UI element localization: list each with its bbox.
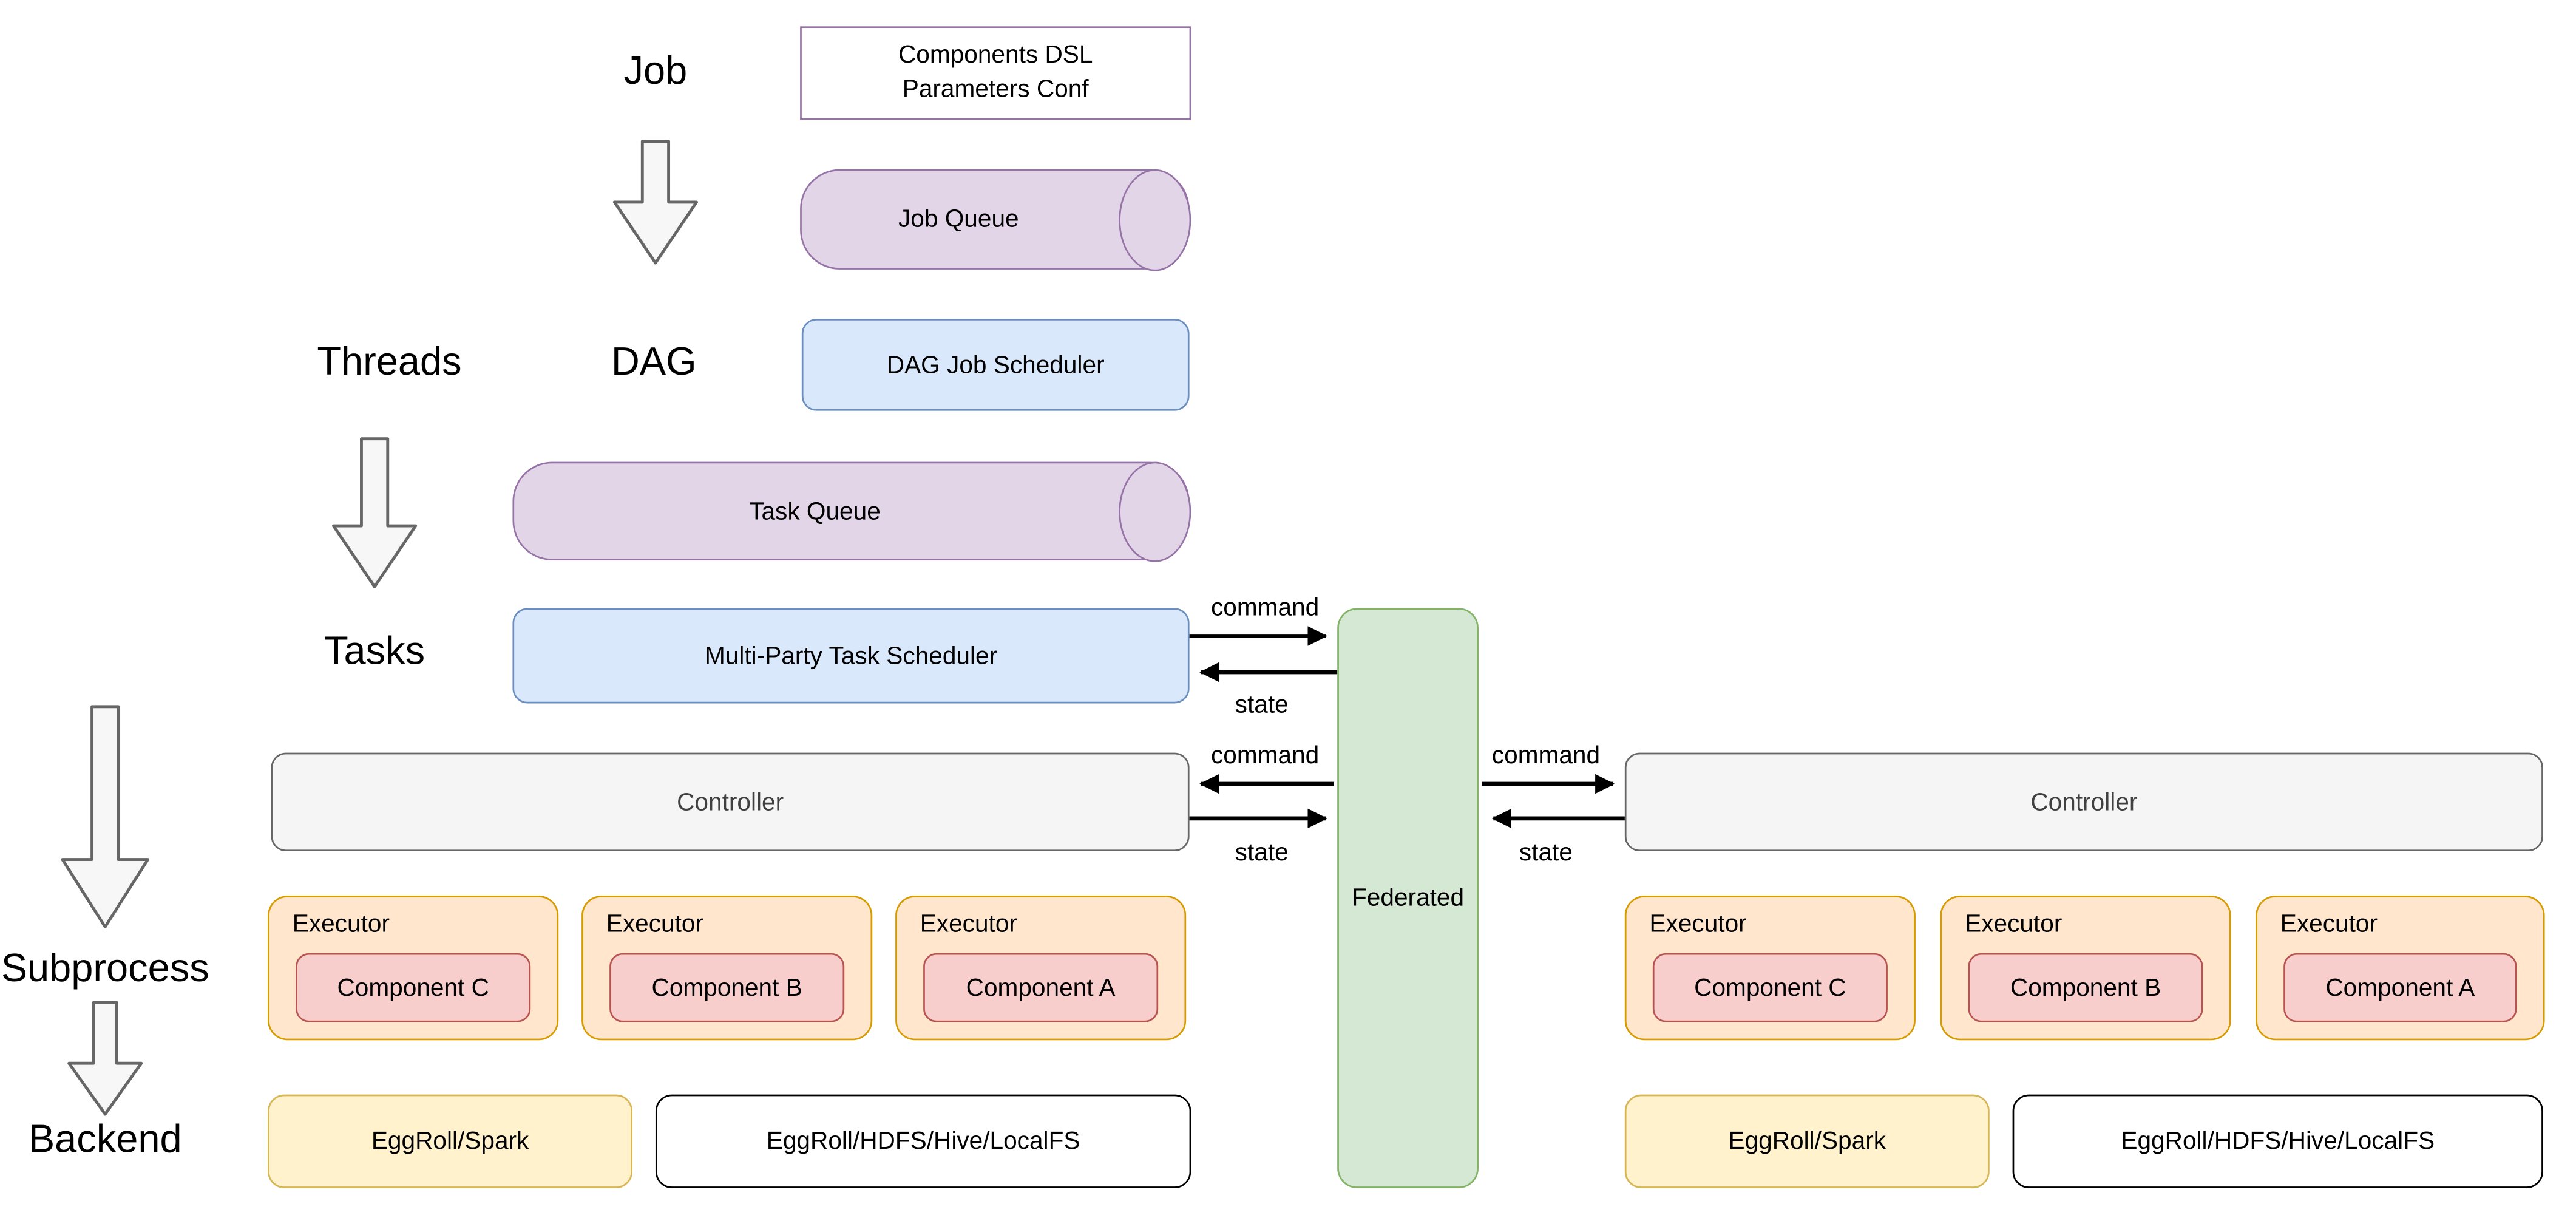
component-label: Component B: [651, 973, 802, 1002]
controller-right-label: Controller: [2030, 788, 2138, 816]
label-threads: Threads: [317, 340, 462, 385]
component-label: Component C: [337, 973, 489, 1002]
executor-title: Executor: [606, 910, 703, 939]
eggroll-hdfs-box: EggRoll/HDFS/Hive/LocalFS: [2012, 1094, 2543, 1188]
job-queue-label: Job Queue: [898, 205, 1019, 234]
eggroll-spark-box: EggRoll/Spark: [1624, 1094, 1990, 1188]
scheduler-command-label: command: [1210, 594, 1320, 622]
task-queue-label: Task Queue: [749, 497, 881, 525]
label-dag: DAG: [611, 340, 697, 385]
executor-title: Executor: [920, 910, 1017, 939]
executor-box: Executor Component A: [895, 896, 1187, 1041]
multi-party-task-scheduler-label: Multi-Party Task Scheduler: [704, 641, 998, 670]
executor-title: Executor: [1649, 910, 1747, 939]
components-dsl-line2: Parameters Conf: [902, 75, 1089, 103]
component-box: Component A: [923, 953, 1159, 1022]
executor-box: Executor Component A: [2256, 896, 2545, 1041]
label-backend: Backend: [28, 1117, 182, 1162]
eggroll-spark-label: EggRoll/Spark: [1728, 1127, 1886, 1155]
component-box: Component C: [296, 953, 531, 1022]
executor-title: Executor: [292, 910, 390, 939]
federated-box: Federated: [1337, 608, 1479, 1188]
component-label: Component A: [966, 973, 1116, 1002]
component-box: Component A: [2283, 953, 2517, 1022]
component-box: Component B: [609, 953, 845, 1022]
task-queue-cylinder: Task Queue: [512, 461, 1190, 562]
label-tasks: Tasks: [324, 629, 425, 674]
executor-box: Executor Component B: [581, 896, 873, 1041]
task-queue-cylinder-cap: [1117, 461, 1190, 562]
controller-left-command-label: command: [1210, 742, 1320, 771]
tasks-to-subprocess-down-arrow-icon: [61, 705, 150, 928]
controller-right-state-label: state: [1519, 839, 1573, 867]
eggroll-spark-label: EggRoll/Spark: [371, 1127, 529, 1155]
component-box: Component C: [1652, 953, 1888, 1022]
controller-left-state-label: state: [1235, 839, 1289, 867]
label-subprocess: Subprocess: [1, 947, 209, 992]
scheduler-state-label: state: [1235, 691, 1289, 720]
eggroll-hdfs-label: EggRoll/HDFS/Hive/LocalFS: [766, 1127, 1080, 1155]
component-label: Component C: [1694, 973, 1846, 1002]
eggroll-spark-box: EggRoll/Spark: [268, 1094, 633, 1188]
executor-box: Executor Component C: [1624, 896, 1916, 1041]
subprocess-to-backend-down-arrow-icon: [67, 1001, 143, 1116]
controller-left-label: Controller: [677, 788, 784, 816]
multi-party-task-scheduler-box: Multi-Party Task Scheduler: [512, 608, 1190, 704]
component-box: Component B: [1968, 953, 2203, 1022]
threads-to-tasks-down-arrow-icon: [332, 437, 418, 588]
components-dsl-box: Components DSL Parameters Conf: [800, 26, 1191, 120]
eggroll-hdfs-label: EggRoll/HDFS/Hive/LocalFS: [2121, 1127, 2435, 1155]
component-label: Component A: [2325, 973, 2475, 1002]
executor-box: Executor Component B: [1940, 896, 2231, 1041]
component-label: Component B: [2010, 973, 2161, 1002]
controller-right-box: Controller: [1624, 752, 2543, 852]
executor-title: Executor: [2280, 910, 2378, 939]
job-to-dag-down-arrow-icon: [612, 140, 699, 265]
federated-label: Federated: [1352, 884, 1465, 913]
components-dsl-line1: Components DSL: [898, 41, 1093, 70]
controller-right-command-label: command: [1491, 742, 1601, 771]
label-job: Job: [623, 49, 688, 94]
job-queue-cylinder: Job Queue: [800, 168, 1190, 271]
job-queue-cylinder-cap: [1117, 168, 1190, 271]
executor-box: Executor Component C: [268, 896, 559, 1041]
dag-job-scheduler-label: DAG Job Scheduler: [886, 350, 1105, 379]
eggroll-hdfs-box: EggRoll/HDFS/Hive/LocalFS: [655, 1094, 1191, 1188]
controller-left-box: Controller: [271, 752, 1190, 852]
dag-job-scheduler-box: DAG Job Scheduler: [801, 319, 1190, 411]
executor-title: Executor: [1965, 910, 2062, 939]
